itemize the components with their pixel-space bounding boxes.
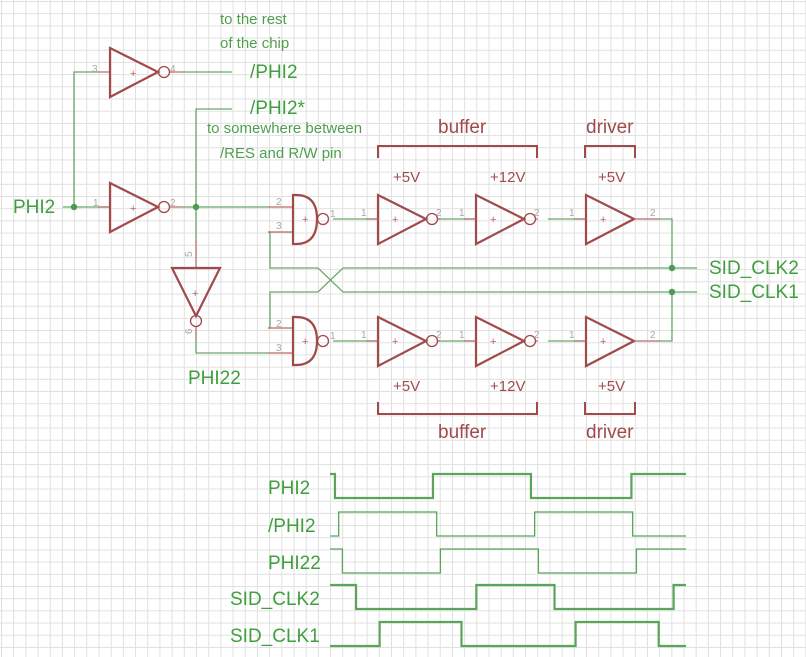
bottom-buffer-inverter-1[interactable]: 1 2 + [361,315,442,368]
pin-number: 1 [330,331,336,342]
net-label-sid-clk2: SID_CLK2 [709,258,799,279]
bottom-buffer-inverter-2[interactable]: 1 2 + [459,315,540,368]
pin-number: 2 [534,330,540,341]
waveform-label: PHI2 [268,478,310,499]
origin-cross: + [130,68,136,80]
top-buffer-inverter-2[interactable]: 1 2 + [459,193,540,246]
pin-number: 1 [93,198,99,209]
note-rest-line1: to the rest [220,11,288,28]
label-bottom-driver: driver [586,422,634,443]
junction-dot [668,288,676,296]
label-top-driver: driver [586,117,634,138]
pin-number: 1 [361,208,367,219]
junction-dot [668,264,676,272]
origin-cross: + [192,288,198,300]
wire-phi2-to-top-inv [73,71,98,207]
bracket-top-driver [584,145,636,158]
note-rest-line2: of the chip [220,35,289,52]
origin-cross: + [302,336,308,348]
net-label-nphi2-star: /PHI2* [250,98,306,119]
bracket-top-buffer [377,145,538,158]
waveform-phi22 [330,548,686,574]
origin-cross: + [392,214,398,226]
buffer-driver-chains: 1 2 +1 2 +1 2 +1 2 +1 2 +1 2 + [361,193,660,368]
pin-number: 1 [569,330,575,341]
nand-bottom[interactable]: 2 3 1 + [268,315,336,367]
origin-cross: + [600,214,606,226]
pin-number: 2 [276,319,282,330]
waveform-label: PHI22 [268,553,321,574]
pin-number: 1 [330,209,336,220]
wires [63,71,697,354]
pin-number: 4 [170,64,176,75]
power-label: +5V [598,378,625,395]
origin-cross: + [490,336,496,348]
waveform-sid-clk2 [330,583,686,611]
pin-number: 3 [92,64,98,75]
junction-dot [192,203,200,211]
bracket-bottom-buffer [377,402,538,415]
waveform-nphi2 [330,511,686,537]
origin-cross: + [490,214,496,226]
pin-number: 3 [276,221,282,232]
waveform-sid-clk1 [330,620,686,648]
power-label: +5V [393,378,420,395]
pin-number: 1 [361,330,367,341]
inverter-main[interactable]: 1 2 + [93,181,182,234]
pin-number: 2 [534,208,540,219]
net-label-phi22: PHI22 [188,368,241,389]
net-label-nphi2: /PHI2 [250,62,298,83]
pin-number: 1 [459,208,465,219]
junction-dot [70,203,78,211]
wire-top-driver-out [660,218,697,269]
pin-number: 6 [184,328,195,334]
wire-phi22 [195,340,268,354]
pin-number: 2 [436,330,442,341]
waveform-label: /PHI2 [268,516,316,537]
note-somewhere-line1: to somewhere between [207,120,362,137]
pin-number: 5 [184,251,195,257]
pin-number: 2 [170,198,176,209]
nand-top[interactable]: 2 3 1 + [268,193,336,246]
bracket-bottom-driver [584,402,636,415]
waveform-phi2 [330,472,686,500]
label-bottom-buffer: buffer [438,422,487,443]
waveform-label: SID_CLK2 [230,589,320,610]
bottom-driver[interactable]: 1 2 + [569,315,660,368]
power-label: +12V [490,169,525,186]
wire-bot-driver-out [660,291,697,342]
inverter-vertical[interactable]: 5 6 + [170,240,222,340]
inverter-top[interactable]: 3 4 + [92,46,182,99]
wire-nphi2-star [195,108,232,207]
pin-number: 1 [569,208,575,219]
power-label: +5V [393,169,420,186]
power-label: +5V [598,169,625,186]
note-somewhere-line2: /RES and R/W pin [220,145,342,162]
pin-number: 2 [276,197,282,208]
brackets [377,145,636,415]
pin-number: 3 [276,343,282,354]
pin-number: 1 [459,330,465,341]
power-label: +12V [490,378,525,395]
pin-number: 2 [436,208,442,219]
pin-number: 2 [650,208,656,219]
origin-cross: + [130,203,136,215]
origin-cross: + [302,214,308,226]
origin-cross: + [392,336,398,348]
label-top-buffer: buffer [438,117,487,138]
net-label-sid-clk1: SID_CLK1 [709,282,799,303]
waveform-label: SID_CLK1 [230,626,320,647]
pin-number: 2 [650,330,656,341]
top-driver[interactable]: 1 2 + [569,193,660,246]
origin-cross: + [600,336,606,348]
net-label-phi2-input: PHI2 [13,197,55,218]
top-buffer-inverter-1[interactable]: 1 2 + [361,193,442,246]
junctions [70,203,676,296]
